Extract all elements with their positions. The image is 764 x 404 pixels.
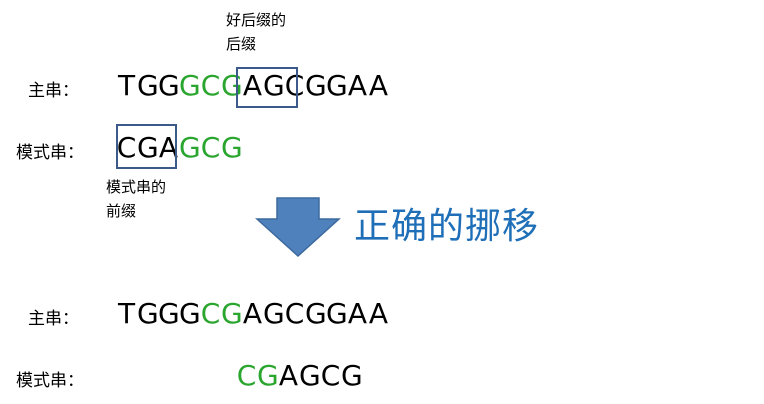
sequence-char: C: [200, 69, 221, 102]
sequence-char: A: [242, 297, 263, 330]
sequence-char: G: [263, 297, 285, 330]
sequence-char: C: [200, 131, 221, 164]
sequence-char: A: [278, 359, 299, 392]
down-arrow-icon: [255, 197, 341, 257]
sequence-char: A: [158, 131, 179, 164]
sequence-char: G: [137, 131, 159, 164]
sequence-char: C: [236, 359, 257, 392]
pattern-prefix-annotation-line1: 模式串的: [106, 178, 167, 196]
main-string-label-before: 主串：: [28, 81, 79, 101]
sequence-char: T: [117, 69, 136, 102]
pattern-prefix-box: [116, 124, 177, 169]
sequence-char: G: [179, 69, 201, 102]
pattern-prefix-annotation-line2: 前缀: [106, 202, 137, 220]
sequence-char: G: [257, 359, 279, 392]
sequence-char: C: [200, 297, 221, 330]
sequence-char: G: [263, 69, 285, 102]
sequence-char: G: [341, 359, 363, 392]
good-suffix-annotation: 好后缀的 后缀: [226, 8, 286, 56]
sequence-char: A: [347, 297, 368, 330]
sequence-char: C: [116, 131, 137, 164]
sequence-char: A: [242, 69, 263, 102]
good-suffix-box: [236, 67, 298, 108]
sequence-char: A: [347, 69, 368, 102]
pattern-string-label-before: 模式串：: [16, 143, 84, 163]
sequence-char: C: [284, 69, 305, 102]
sequence-char: G: [221, 297, 243, 330]
sequence-char: G: [179, 297, 201, 330]
sequence-char: G: [305, 297, 327, 330]
sequence-char: G: [305, 69, 327, 102]
pattern-prefix-annotation: 模式串的 前缀: [106, 175, 166, 223]
correct-shift-title: 正确的挪移: [354, 206, 540, 247]
sequence-char: G: [158, 69, 180, 102]
main-string-label-after: 主串：: [28, 309, 79, 329]
pattern-string-label-after: 模式串：: [16, 371, 84, 391]
sequence-char: C: [320, 359, 341, 392]
sequence-char: G: [137, 69, 159, 102]
sequence-char: A: [368, 69, 389, 102]
sequence-char: G: [137, 297, 159, 330]
sequence-char: G: [221, 131, 243, 164]
sequence-char: G: [299, 359, 321, 392]
good-suffix-annotation-line2: 后缀: [226, 35, 257, 53]
sequence-char: G: [326, 69, 348, 102]
sequence-char: T: [117, 297, 136, 330]
sequence-char: G: [158, 297, 180, 330]
good-suffix-annotation-line1: 好后缀的: [226, 11, 287, 29]
sequence-char: G: [179, 131, 201, 164]
sequence-char: G: [326, 297, 348, 330]
sequence-char: A: [368, 297, 389, 330]
sequence-char: C: [284, 297, 305, 330]
